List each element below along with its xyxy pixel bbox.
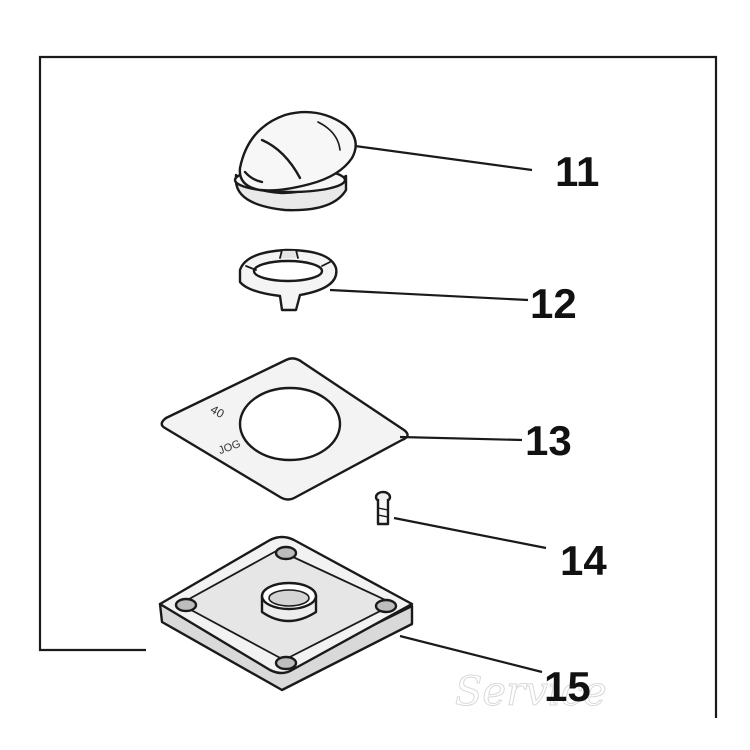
leader-line-11 (354, 144, 533, 172)
base-hole-right (374, 598, 398, 614)
leader-line-13 (399, 435, 523, 442)
ring-notch-left (245, 265, 257, 271)
part-12-ring (238, 248, 338, 312)
watermark-text: Service (455, 669, 607, 715)
base-hole-bottom (274, 655, 298, 671)
screw-shank (376, 498, 390, 526)
callout-15: 15 (544, 663, 591, 710)
ring-inner-hole (252, 259, 324, 283)
legend-plate-hole (238, 386, 342, 462)
base-hole-left (174, 597, 198, 613)
callout-12: 12 (530, 280, 577, 327)
knob-ridge (260, 138, 302, 180)
leader-line-14 (393, 516, 547, 550)
frame-border (38, 55, 718, 718)
leader-line-12 (329, 288, 529, 302)
part-15-base-plate (158, 535, 414, 692)
base-boss-bore (268, 589, 310, 607)
callout-11: 11 (555, 148, 599, 195)
base-hole-top (274, 545, 298, 561)
knob-front-face (317, 121, 341, 151)
screw-thread-2 (377, 514, 389, 518)
leader-line-15 (399, 634, 543, 674)
ring-tab-top (279, 249, 299, 259)
part-11-knob (233, 110, 357, 212)
knob-side-shade (243, 170, 264, 184)
legend-plate-mark-upper: 40 (208, 402, 227, 421)
part-14-screw (374, 490, 392, 526)
ring-notch-right (321, 261, 331, 267)
part-13-legend-plate: 40 JOG (160, 357, 409, 501)
callout-13: 13 (525, 417, 572, 464)
knob-grip (238, 110, 357, 192)
screw-thread-1 (377, 507, 389, 511)
callout-14: 14 (560, 537, 607, 584)
